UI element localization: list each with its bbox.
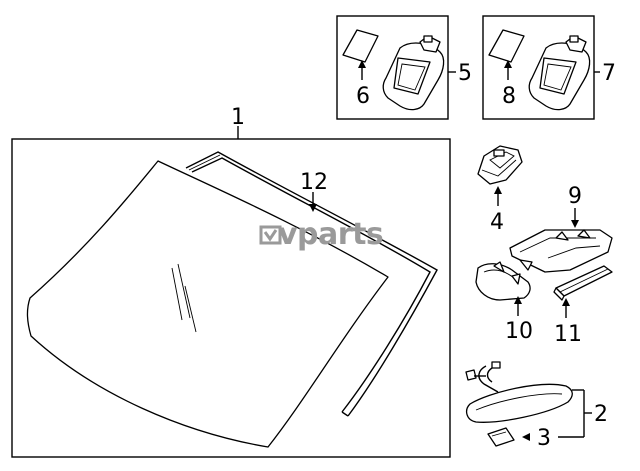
glass-reflection-line (171, 267, 183, 321)
callout-2[interactable]: 2 (594, 402, 608, 427)
callout-8[interactable]: 8 (502, 84, 516, 109)
sensor-module-icon (382, 35, 445, 111)
trim-strip-group: 11 (553, 265, 613, 347)
rearview-mirror-icon (465, 361, 573, 423)
windshield-molding-icon (185, 151, 438, 417)
mirror-cover-icon (509, 229, 613, 273)
callout-12[interactable]: 12 (300, 170, 328, 195)
sensor-kit-7-group: 7 8 (482, 15, 616, 120)
glass-reflection-line (177, 263, 191, 319)
windshield-frame (11, 138, 451, 458)
callout-1[interactable]: 1 (231, 105, 245, 130)
svg-text:vparts: vparts (278, 217, 383, 252)
callout-7[interactable]: 7 (602, 61, 616, 86)
adhesive-pad-icon (488, 29, 525, 63)
watermark: vparts (259, 217, 384, 252)
glass-reflection-line (184, 285, 197, 333)
callout-5[interactable]: 5 (458, 61, 472, 86)
windshield-group: 1 12 vparts (11, 105, 451, 458)
sensor-box-5 (336, 15, 449, 120)
windshield-glass-icon (26, 160, 389, 448)
callout-3[interactable]: 3 (537, 426, 551, 451)
trim-strip-icon (553, 265, 613, 301)
callout-9[interactable]: 9 (568, 184, 582, 209)
adhesive-pad-icon (342, 29, 379, 63)
sensor-kit-5-group: 5 6 (336, 15, 472, 120)
callout-10[interactable]: 10 (505, 319, 533, 344)
rearview-mirror-group: 2 3 (465, 361, 608, 451)
sensor-box-7 (482, 15, 595, 120)
callout-4[interactable]: 4 (490, 210, 504, 235)
sensor-module-icon (528, 35, 591, 111)
callout-6[interactable]: 6 (356, 84, 370, 109)
mirror-bracket-group: 4 (477, 145, 523, 235)
callout-11[interactable]: 11 (554, 322, 582, 347)
lower-cover-group: 10 (475, 261, 533, 344)
lower-cover-icon (475, 261, 531, 301)
mirror-bracket-icon (477, 145, 523, 185)
mirror-pad-icon (487, 427, 515, 447)
mirror-cover-group: 9 (509, 184, 613, 273)
